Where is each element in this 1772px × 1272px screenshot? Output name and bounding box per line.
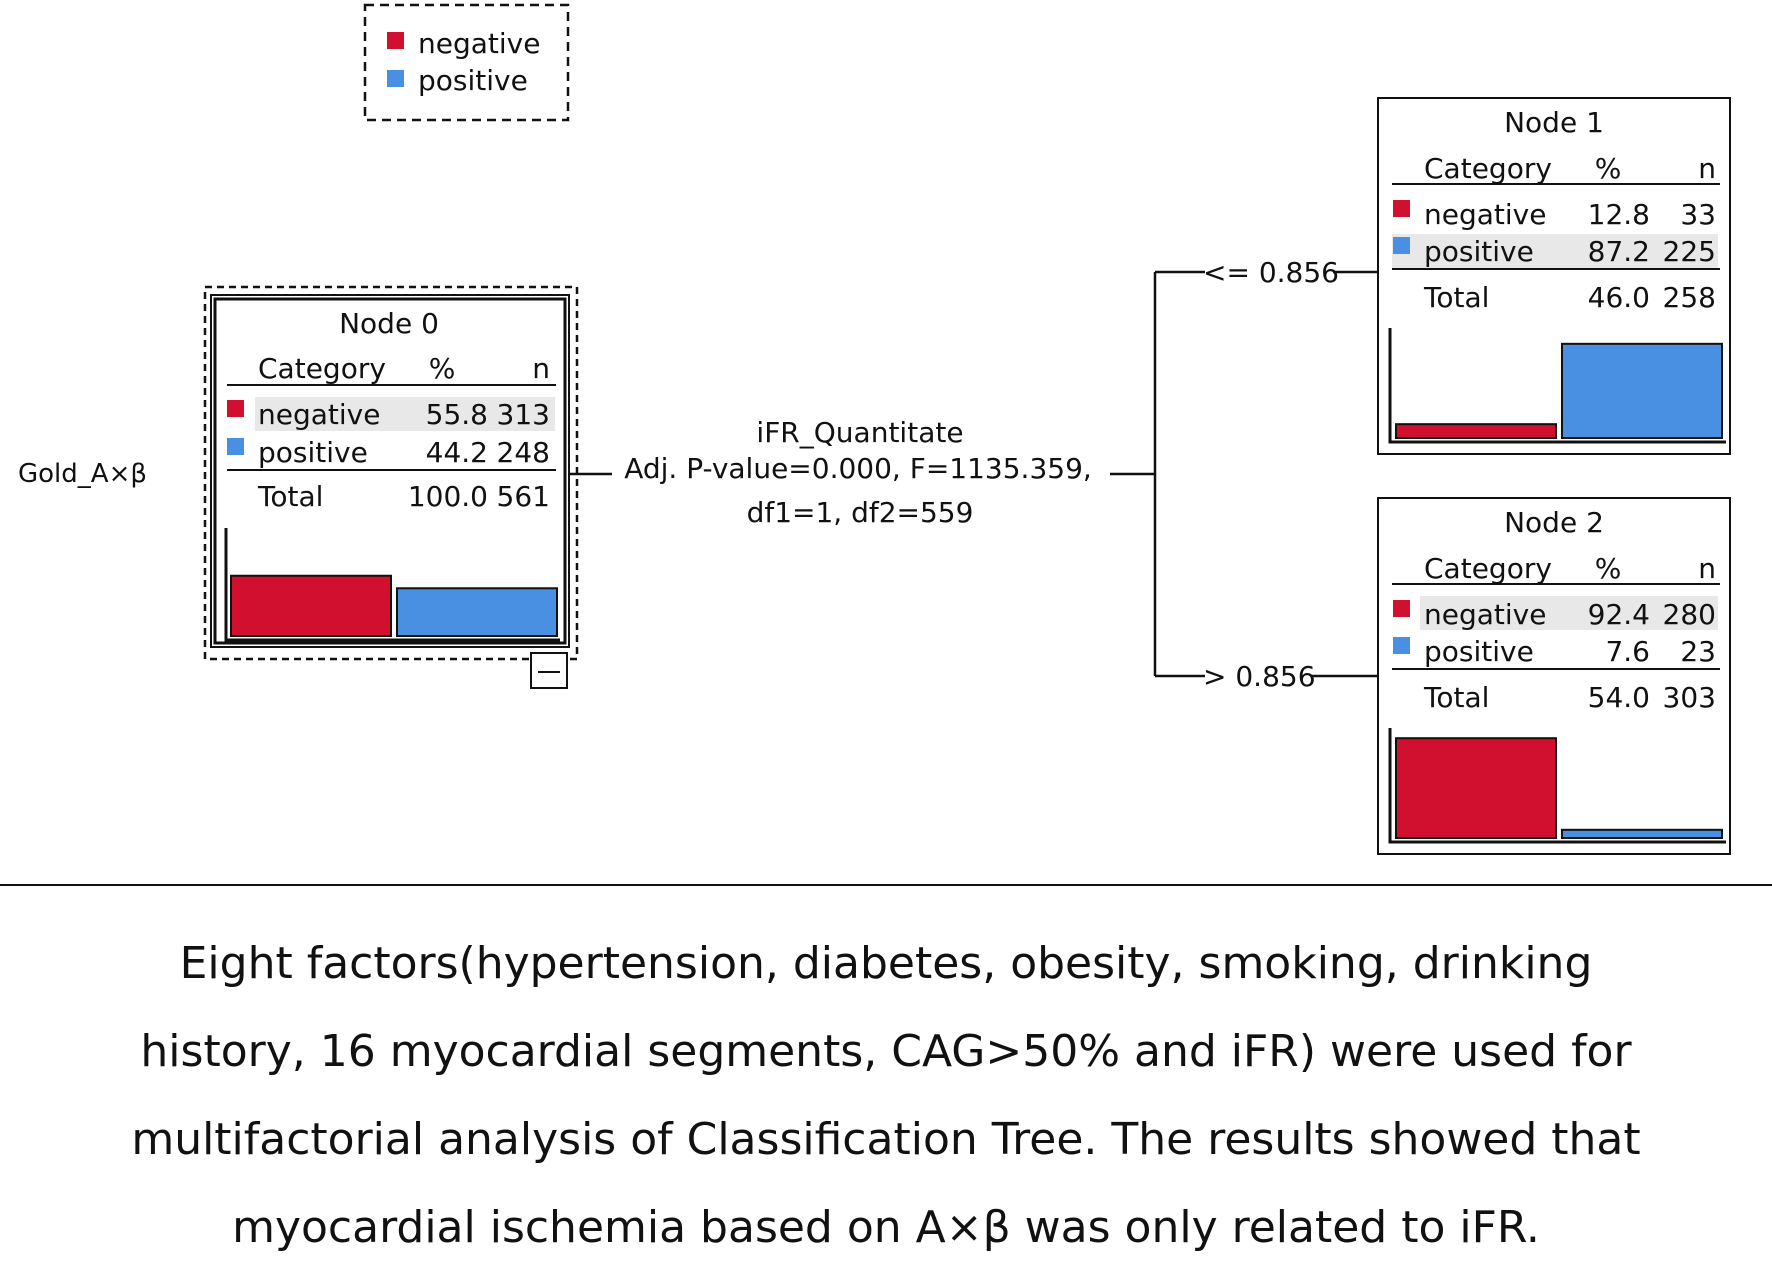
caption-line-4: myocardial ischemia based on A×β was onl… — [232, 1202, 1540, 1253]
node-2-swatch-negative — [1393, 600, 1410, 617]
node-0-total-label: Total — [257, 480, 323, 513]
node-1-row-positive-label: positive — [1424, 235, 1534, 268]
node-0-title: Node 0 — [339, 307, 439, 340]
node-1-total-pct: 46.0 — [1588, 281, 1650, 314]
node-1-row-positive-pct: 87.2 — [1588, 235, 1650, 268]
node-2-total-label: Total — [1423, 681, 1489, 714]
node-2-row-positive-pct: 7.6 — [1605, 635, 1650, 668]
branch-label-le: <= 0.856 — [1203, 256, 1339, 289]
node-2-bar-negative — [1395, 737, 1557, 840]
node-2-total-pct: 54.0 — [1588, 681, 1650, 714]
node-0-row-negative-label: negative — [258, 398, 380, 431]
split-stats-line2: df1=1, df2=559 — [747, 496, 974, 529]
node-1-swatch-negative — [1393, 200, 1410, 217]
node-0-total-pct: 100.0 — [408, 480, 488, 513]
node-0-bar-positive — [396, 587, 558, 637]
legend: negative positive — [363, 3, 570, 122]
legend-frame — [363, 3, 570, 122]
node-0-row-highlight — [255, 397, 555, 431]
node-0-inner-frame — [213, 297, 567, 645]
caption-line-3: multifactorial analysis of Classificatio… — [131, 1114, 1641, 1165]
figure-caption: Eight factors(hypertension, diabetes, ob… — [20, 920, 1752, 1272]
node-2-header-category: Category — [1424, 552, 1552, 585]
tree-diagram: negative positive Gold_A×β iFR_Quantitat… — [0, 3, 1772, 886]
node-2[interactable]: Node 2 Category % n negative 92.4 280 po… — [1377, 497, 1731, 855]
node-2-row-positive-label: positive — [1424, 635, 1534, 668]
node-2-swatch-positive — [1393, 637, 1410, 654]
node-0-bar-axis — [224, 528, 560, 642]
node-2-header-pct: % — [1595, 552, 1622, 585]
node-0-header-n: n — [532, 352, 550, 385]
split-variable: iFR_Quantitate — [756, 416, 963, 449]
node-2-row-negative-pct: 92.4 — [1588, 598, 1650, 631]
node-0-collapse-button[interactable] — [530, 652, 568, 689]
node-0-selection-frame — [203, 285, 579, 661]
node-0-row-negative-pct: 55.8 — [426, 398, 488, 431]
node-2-bar-positive — [1561, 828, 1723, 839]
tree-connectors — [567, 270, 1378, 678]
node-2-title: Node 2 — [1504, 506, 1604, 539]
node-1-total-label: Total — [1423, 281, 1489, 314]
caption-line-2: history, 16 myocardial segments, CAG>50%… — [140, 1026, 1632, 1077]
branch-label-gt: > 0.856 — [1203, 660, 1316, 693]
node-2-header-n: n — [1698, 552, 1716, 585]
node-0-header-category: Category — [258, 352, 386, 385]
node-0-row-negative-n: 313 — [497, 398, 550, 431]
node-0-row-positive-label: positive — [258, 436, 368, 469]
node-0-total-n: 561 — [497, 480, 550, 513]
node-1-title: Node 1 — [1504, 106, 1604, 139]
legend-swatch-positive — [387, 70, 404, 87]
node-1-row-highlight — [1392, 234, 1718, 268]
node-1-bar-axis — [1388, 328, 1726, 444]
node-0-header-pct: % — [429, 352, 456, 385]
node-1-header-pct: % — [1595, 152, 1622, 185]
legend-label-positive: positive — [418, 64, 528, 97]
node-1-row-negative-n: 33 — [1680, 198, 1716, 231]
node-1-header-n: n — [1698, 152, 1716, 185]
node-0-swatch-negative — [227, 400, 244, 417]
node-1-row-negative-label: negative — [1424, 198, 1546, 231]
caption-line-1: Eight factors(hypertension, diabetes, ob… — [179, 938, 1593, 989]
node-1-row-negative-pct: 12.8 — [1588, 198, 1650, 231]
split-stats-line1: Adj. P-value=0.000, F=1135.359, — [624, 452, 1092, 485]
node-1[interactable]: Node 1 Category % n negative 12.8 33 pos… — [1377, 97, 1731, 455]
node-0-bar-negative — [230, 574, 392, 638]
node-2-row-positive-n: 23 — [1680, 635, 1716, 668]
node-2-row-highlight — [1420, 596, 1718, 630]
node-0-row-positive-pct: 44.2 — [426, 436, 488, 469]
legend-swatch-negative — [387, 32, 404, 49]
node-1-bar-negative — [1395, 423, 1557, 439]
node-2-total-n: 303 — [1663, 681, 1716, 714]
node-2-row-negative-label: negative — [1424, 598, 1546, 631]
legend-label-negative: negative — [418, 27, 540, 60]
node-2-bar-axis — [1388, 728, 1726, 844]
node-0[interactable]: Node 0 Category % n negative 55.8 313 po… — [203, 285, 579, 689]
node-2-row-negative-n: 280 — [1663, 598, 1716, 631]
target-variable-label: Gold_A×β — [18, 459, 147, 489]
node-1-header-category: Category — [1424, 152, 1552, 185]
node-0-row-positive-n: 248 — [497, 436, 550, 469]
node-1-bar-positive — [1561, 342, 1723, 440]
node-1-row-positive-n: 225 — [1663, 235, 1716, 268]
node-1-swatch-positive — [1393, 237, 1410, 254]
node-1-total-n: 258 — [1663, 281, 1716, 314]
node-0-swatch-positive — [227, 438, 244, 455]
